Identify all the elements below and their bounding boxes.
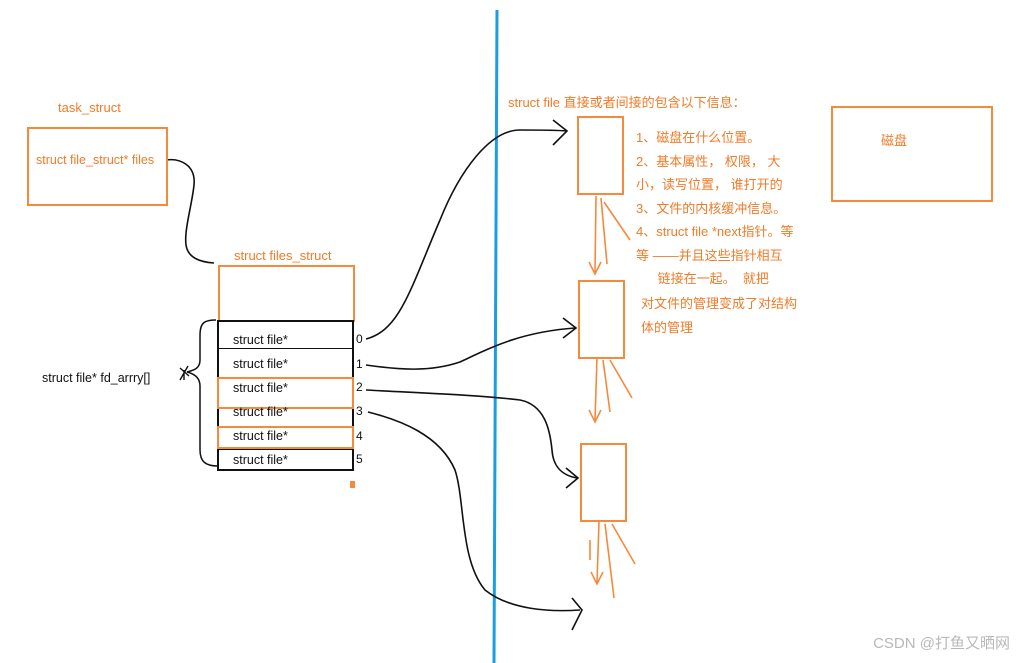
row-divider [218, 449, 353, 450]
file-info-list: 1、磁盘在什么位置。 2、基本属性， 权限， 大 小，读写位置， 谁打开的 3、… [636, 126, 794, 291]
fd-index: 5 [356, 452, 363, 466]
conclusion-line: 体的管理 [641, 319, 694, 335]
info-line: 3、文件的内核缓冲信息。 [636, 200, 787, 216]
fd-row: struct file* [233, 429, 288, 443]
struct-file-box [578, 280, 625, 359]
struct-file-box [580, 443, 627, 522]
task-struct-box: struct file_struct* files [27, 127, 168, 206]
info-line: 1、磁盘在什么位置。 [636, 130, 761, 145]
fd0-arrow [365, 129, 568, 340]
files-pointer-arrow [165, 158, 215, 264]
disk-label: 磁盘 [881, 133, 908, 148]
files-struct-header-box [218, 265, 355, 322]
file-info-heading: struct file 直接或者间接的包含以下信息： [508, 95, 746, 110]
task-struct-title: task_struct [58, 100, 121, 115]
fd-index: 1 [356, 357, 363, 371]
fd-row: struct file* [233, 381, 288, 395]
files-struct-title: struct files_struct [234, 248, 332, 263]
fd-row: struct file* [233, 405, 288, 419]
files-field: struct file_struct* files [36, 153, 155, 167]
fd-index: 4 [356, 429, 363, 443]
brace-arrow-mark [179, 365, 190, 381]
fd-array-brace [186, 319, 219, 467]
orange-dot [350, 481, 355, 488]
info-line: 4、struct file *next指针。等 [636, 224, 794, 239]
row-highlight [217, 377, 354, 409]
fd-row: struct file* [233, 357, 288, 371]
fd3-arrow [367, 411, 581, 612]
fd-index: 2 [356, 380, 363, 394]
struct-file-box [577, 116, 624, 195]
info-line: 小，读写位置， 谁打开的 [636, 177, 783, 192]
row-divider [218, 348, 353, 349]
fd2-arrow [365, 389, 578, 479]
divider-line [492, 9, 499, 663]
fd-index: 3 [356, 404, 363, 418]
fd-index: 0 [356, 332, 363, 346]
disk-box: 磁盘 [831, 106, 993, 202]
row-highlight [217, 426, 354, 449]
info-line: 等 ——并且这些指针相互 [636, 247, 783, 263]
file-link-arrows [588, 195, 636, 599]
file-info-conclusion: 对文件的管理变成了对结构 体的管理 [641, 292, 797, 339]
info-line: 链接在一起。 就把 [636, 271, 769, 286]
info-line: 2、基本属性， 权限， 大 [636, 153, 781, 169]
fd-row: struct file* [233, 333, 288, 347]
fd-row: struct file* [233, 453, 288, 467]
conclusion-line: 对文件的管理变成了对结构 [641, 296, 798, 311]
watermark: CSDN @打鱼又晒网 [873, 635, 1010, 652]
fd1-arrow [365, 327, 576, 370]
fd-array-label: struct file* fd_arrry[] [42, 371, 151, 385]
